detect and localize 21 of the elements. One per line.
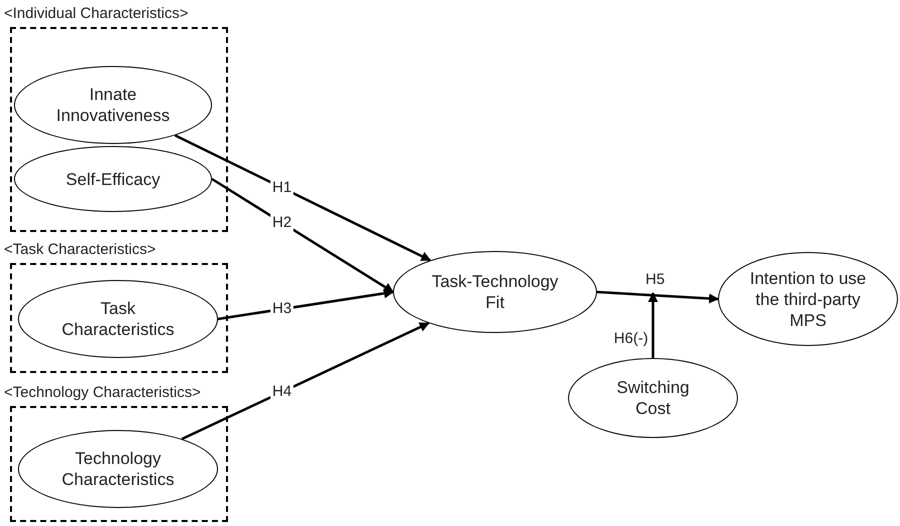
edge-label: H4 [270,383,294,401]
construct-name: Innate Innovativeness [55,84,171,126]
construct-name: Intention to use the third-party MPS [748,268,868,330]
construct-name: Task-Technology Fit [430,271,560,313]
construct-name: Technology Characteristics [60,448,176,490]
group-heading: <Individual Characteristics> [4,5,188,23]
arrow [211,178,394,294]
edge-label: H1 [270,178,294,197]
arrow [174,134,432,262]
edge-label: H5 [644,271,666,290]
construct-name: Task Characteristics [60,298,176,340]
group-heading: <Technology Characteristics> [4,384,201,402]
group-heading: <Task Characteristics> [4,241,156,259]
edge-label: H6(-) [612,330,650,348]
construct-name: Switching Cost [616,377,690,419]
arrow [648,292,658,358]
arrow [596,290,719,304]
construct-name: Self-Efficacy [66,168,160,190]
edge-label: H2 [270,214,294,232]
arrow [181,322,430,440]
arrow [218,288,394,320]
